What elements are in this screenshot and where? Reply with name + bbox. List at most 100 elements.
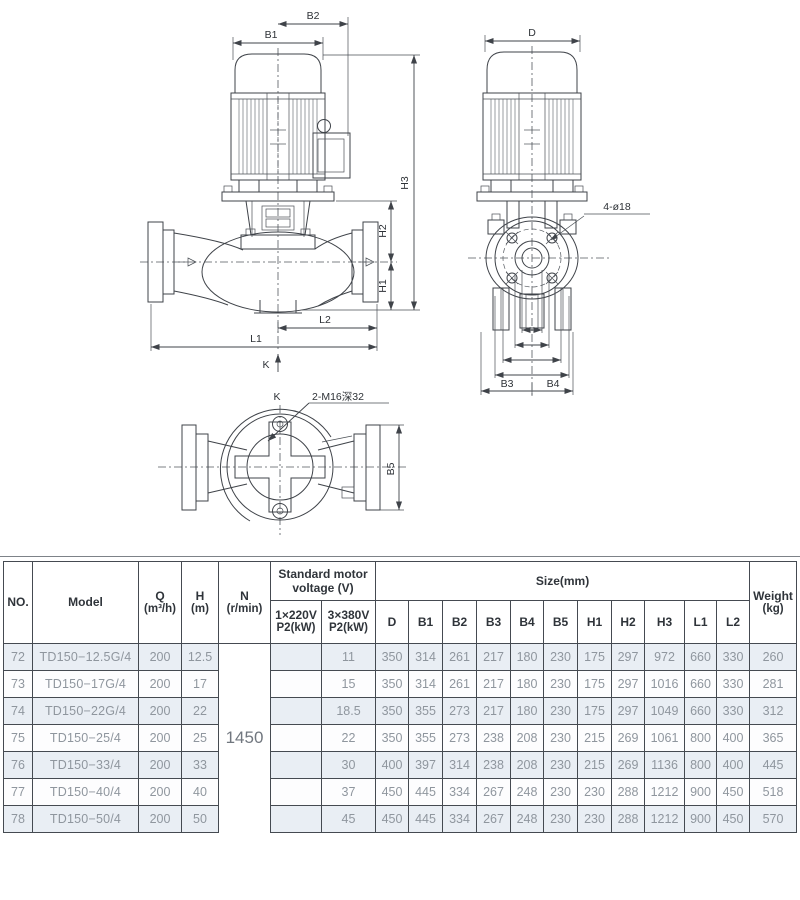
cell-q: 200 bbox=[138, 670, 182, 698]
cell-size-b2: 261 bbox=[442, 670, 478, 698]
cell-size-b5: 230 bbox=[543, 697, 579, 725]
cell-q: 200 bbox=[138, 724, 182, 752]
cell-no: 75 bbox=[3, 724, 33, 752]
cell-size-b4: 180 bbox=[510, 643, 545, 671]
cell-size-l1: 900 bbox=[684, 778, 718, 806]
dim-label-l2: L2 bbox=[319, 314, 331, 326]
cell-size-b3: 238 bbox=[476, 751, 512, 779]
cell-p380: 30 bbox=[320, 751, 377, 779]
bolt-hole-callout: 4-ø18 bbox=[603, 201, 631, 213]
dim-label-b3: B3 bbox=[501, 378, 514, 390]
cell-weight: 445 bbox=[749, 751, 798, 779]
h-unit: (m) bbox=[191, 602, 209, 615]
table-header: NO. Model Q (m³/h) H (m) N (r/min) Stand… bbox=[3, 561, 798, 644]
cell-size-b1: 355 bbox=[408, 697, 444, 725]
cell-size-b4: 208 bbox=[510, 724, 545, 752]
cell-size-b1: 445 bbox=[408, 778, 444, 806]
flow-arrow-icon bbox=[178, 257, 375, 267]
cell-model: TD150−22G/4 bbox=[32, 697, 139, 725]
cell-no: 78 bbox=[3, 805, 33, 833]
col-header-weight: Weight (kg) bbox=[749, 561, 798, 644]
cell-no: 74 bbox=[3, 697, 33, 725]
casting-cross bbox=[234, 421, 326, 513]
cell-size-l1: 800 bbox=[684, 751, 718, 779]
dim-label-b5: B5 bbox=[385, 462, 397, 475]
cell-size-b2: 334 bbox=[442, 805, 478, 833]
cell-size-b1: 445 bbox=[408, 805, 444, 833]
cell-size-l2: 450 bbox=[716, 778, 751, 806]
cell-size-b1: 355 bbox=[408, 724, 444, 752]
cell-model: TD150−25/4 bbox=[32, 724, 139, 752]
cell-h: 22 bbox=[181, 697, 219, 725]
cell-size-b5: 230 bbox=[543, 778, 579, 806]
q-unit: (m³/h) bbox=[144, 602, 176, 615]
cell-size-h2: 297 bbox=[611, 643, 646, 671]
cell-h: 40 bbox=[181, 778, 219, 806]
cell-size-d: 350 bbox=[375, 697, 410, 725]
cell-size-h1: 215 bbox=[577, 724, 613, 752]
plan-view: K 2-M16深32 B5 bbox=[158, 391, 408, 535]
cell-size-b2: 261 bbox=[442, 643, 478, 671]
volute-body bbox=[201, 231, 355, 313]
cell-p220 bbox=[270, 778, 322, 806]
dim-label-d: D bbox=[528, 27, 536, 39]
cell-size-l1: 900 bbox=[684, 805, 718, 833]
v380-line2: P2(kW) bbox=[329, 622, 368, 635]
cell-size-h3: 972 bbox=[644, 643, 686, 671]
cell-size-b3: 217 bbox=[476, 697, 512, 725]
cell-h: 12.5 bbox=[181, 643, 219, 671]
cell-p220 bbox=[270, 724, 322, 752]
n-unit: (r/min) bbox=[226, 602, 263, 615]
cell-model: TD150−50/4 bbox=[32, 805, 139, 833]
cell-weight: 312 bbox=[749, 697, 798, 725]
cell-size-b4: 180 bbox=[510, 697, 545, 725]
cell-size-b5: 230 bbox=[543, 805, 579, 833]
cell-size-b5: 230 bbox=[543, 670, 579, 698]
cell-size-b3: 238 bbox=[476, 724, 512, 752]
cell-size-b3: 267 bbox=[476, 778, 512, 806]
cell-size-h3: 1016 bbox=[644, 670, 686, 698]
motor-fins bbox=[490, 93, 574, 180]
col-header-size-l2: L2 bbox=[716, 600, 751, 644]
cell-size-l1: 660 bbox=[684, 643, 718, 671]
cell-size-b1: 314 bbox=[408, 643, 444, 671]
col-header-model: Model bbox=[32, 561, 139, 644]
cell-q: 200 bbox=[138, 751, 182, 779]
dim-label-h3: H3 bbox=[399, 176, 411, 190]
cell-size-b3: 217 bbox=[476, 643, 512, 671]
dim-label-h2: H2 bbox=[377, 224, 389, 238]
v380-line1: 3×380V bbox=[327, 608, 370, 623]
weight-label: Weight bbox=[753, 588, 793, 603]
cell-p220 bbox=[270, 751, 322, 779]
cell-size-l2: 450 bbox=[716, 805, 751, 833]
cell-no: 76 bbox=[3, 751, 33, 779]
cell-size-h1: 175 bbox=[577, 697, 613, 725]
cell-weight: 281 bbox=[749, 670, 798, 698]
col-header-size-h1: H1 bbox=[577, 600, 613, 644]
cell-size-b4: 180 bbox=[510, 670, 545, 698]
cell-model: TD150−12.5G/4 bbox=[32, 643, 139, 671]
col-group-size: Size(mm) bbox=[375, 561, 751, 601]
n-merged-cell: 1450 bbox=[218, 643, 271, 833]
dim-label-l1: L1 bbox=[250, 333, 262, 345]
v220-line2: P2(kW) bbox=[276, 622, 316, 635]
col-header-h: H (m) bbox=[181, 561, 219, 644]
cell-size-l2: 330 bbox=[716, 697, 751, 725]
cell-q: 200 bbox=[138, 778, 182, 806]
cell-size-b4: 248 bbox=[510, 805, 545, 833]
cell-size-h1: 230 bbox=[577, 805, 613, 833]
n-symbol: N bbox=[240, 588, 249, 603]
cell-size-l2: 330 bbox=[716, 643, 751, 671]
col-header-no: NO. bbox=[3, 561, 33, 644]
cell-h: 33 bbox=[181, 751, 219, 779]
cell-p380: 18.5 bbox=[320, 697, 377, 725]
cell-no: 77 bbox=[3, 778, 33, 806]
cell-p220 bbox=[270, 643, 322, 671]
stacked-dimension-lines bbox=[494, 270, 570, 379]
